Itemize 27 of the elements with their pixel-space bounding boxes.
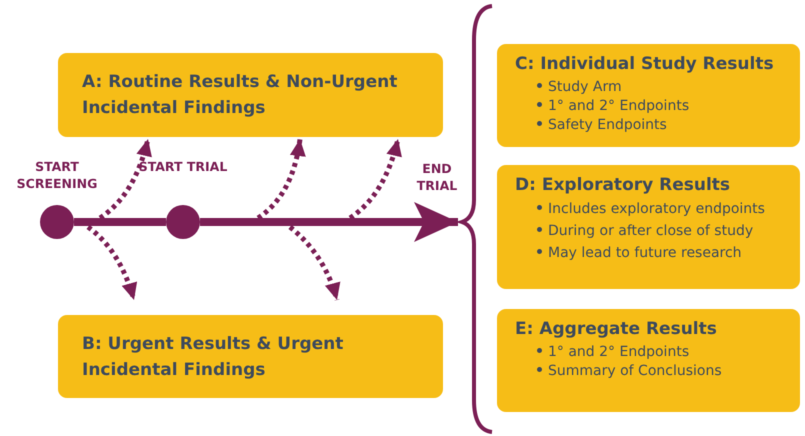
dotted-arrow [348,138,402,220]
dotted-arrow [288,225,340,301]
timeline-arrow [200,202,458,242]
result-card [58,315,443,398]
dotted-arrow [86,225,137,301]
result-card [497,165,800,289]
result-card [497,44,800,147]
milestone-label: END TRIAL [416,160,458,194]
card-heading: C: Individual Study Results [515,54,775,74]
bullet-item: 1° and 2° Endpoints [548,98,690,114]
bullet-item: During or after close of study [548,223,754,239]
bullet-item: Study Arm [548,79,622,95]
bullet-item: Safety Endpoints [548,117,667,133]
bullet-item: 1° and 2° Endpoints [548,344,690,360]
card-heading: E: Aggregate Results [515,319,718,339]
milestone-label: START SCREENING [16,158,98,192]
card-heading: D: Exploratory Results [515,175,732,195]
card-heading: A: Routine Results & Non-Urgent Incidental Findings [82,71,398,120]
dotted-arrow [98,138,152,220]
milestone-label: START TRIAL [138,158,228,175]
bullet-item: Summary of Conclusions [548,363,722,379]
result-card [497,309,800,412]
card-heading: B: Urgent Results & Urgent Incidental Findings [82,332,344,382]
result-card [58,53,443,137]
bullet-item: Includes exploratory endpoints [548,201,765,217]
bullet-item: May lead to future research [548,245,742,261]
dotted-arrow [256,138,306,220]
